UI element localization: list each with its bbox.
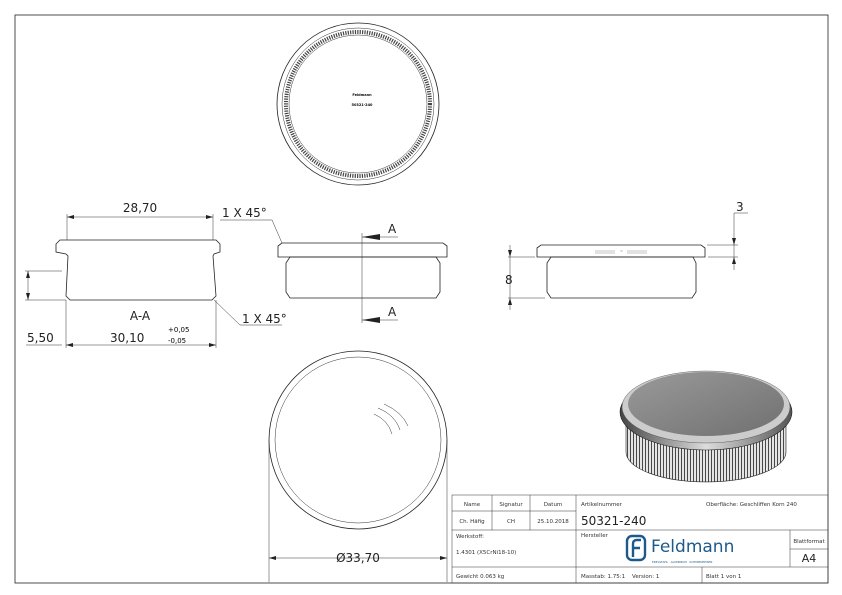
surface-finish: Oberfläche: Geschliffen Korn 240 — [706, 502, 797, 508]
section-label: A-A — [130, 309, 151, 323]
section-view-a-a: 28,70 5,50 A-A 30,10 +0,05 -0,05 1 X 45° — [25, 201, 287, 348]
dim-height-left: 5,50 — [27, 331, 54, 345]
dim-diameter-bottom: 30,10 — [110, 331, 144, 345]
format-label: Blattformat — [793, 539, 825, 545]
isometric-view — [619, 370, 793, 483]
chamfer-top-label: 1 X 45° — [222, 206, 267, 220]
dim-body-height: 8 — [505, 273, 513, 287]
bottom-view: Ø33,70 — [268, 350, 448, 582]
cut-label-bottom: A — [388, 305, 397, 319]
author-signature: CH — [507, 519, 515, 525]
signature-header: Signatur — [499, 502, 523, 508]
dim-width-top: 28,70 — [123, 201, 157, 215]
author-name: Ch. Häfig — [459, 519, 484, 525]
material-label: Werkstoff: — [456, 534, 484, 540]
side-view: 8 3 — [505, 200, 748, 310]
engraving-line2: 50321-240 — [352, 103, 373, 107]
logo-text: Feldmann — [651, 537, 734, 557]
manufacturer-label: Hersteller — [581, 533, 609, 539]
chamfer-bottom-label: 1 X 45° — [242, 312, 287, 326]
tolerance-minus: -0,05 — [168, 337, 186, 345]
material-value: 1.4301 (X5CrNi18-10) — [456, 550, 516, 556]
article-label: Artikelnummer — [581, 502, 623, 508]
dim-flange-height: 3 — [736, 200, 744, 214]
title-block-grid — [451, 494, 829, 584]
front-view: 1 X 45° A A — [220, 206, 448, 323]
sheet-number: Blatt 1 von 1 — [706, 574, 741, 580]
drawing-frame — [14, 14, 829, 584]
weight: Gewicht 0.063 kg — [456, 574, 504, 580]
engraving-line1: Feldmann — [352, 93, 372, 97]
top-view: Feldmann 50321-240 — [276, 22, 440, 186]
feldmann-logo: Feldmann EDELSTAHL · ALUMINIUM · SCHMIED… — [625, 534, 734, 564]
drawing-date: 25.10.2018 — [537, 519, 569, 525]
date-header: Datum — [544, 502, 563, 508]
logo-tagline: EDELSTAHL · ALUMINIUM · SCHMIEDEEISEN — [652, 560, 712, 564]
cut-label-top: A — [388, 222, 397, 236]
dim-outer-diameter: Ø33,70 — [336, 551, 380, 565]
tolerance-plus: +0,05 — [168, 326, 189, 334]
scale-version: Masstab: 1.75:1 Version: 1 — [581, 574, 659, 580]
format-value: A4 — [802, 552, 817, 565]
title-block: Name Signatur Datum Ch. Häfig CH 25.10.2… — [456, 502, 826, 580]
article-number: 50321-240 — [581, 514, 646, 528]
name-header: Name — [464, 502, 481, 508]
